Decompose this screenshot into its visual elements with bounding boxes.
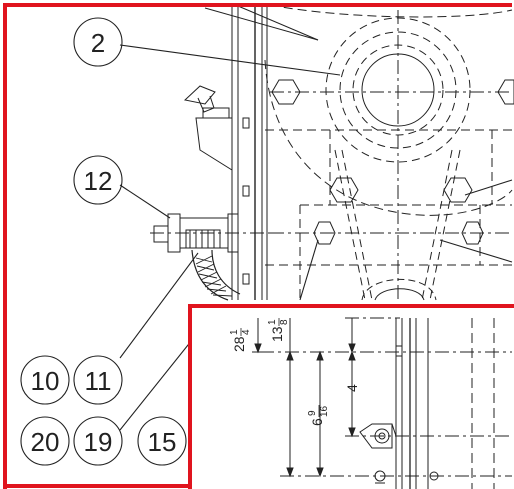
svg-text:1: 1 xyxy=(267,319,278,325)
callout-circle-12 xyxy=(73,155,123,205)
dimension-28-1-4: 28 1 4 xyxy=(229,328,252,352)
callout-label-11: 11 xyxy=(85,366,112,396)
callout-circle-11 xyxy=(73,355,123,405)
dimension-6-9-16: 6 9 16 xyxy=(307,405,330,426)
outer-highlight-frame xyxy=(3,3,512,489)
svg-text:28: 28 xyxy=(231,336,247,352)
leader-line-12 xyxy=(119,184,171,219)
inset-highlight-frame xyxy=(188,304,514,489)
inset-linework xyxy=(252,317,512,489)
callout-label-12: 12 xyxy=(84,166,113,196)
leader-line-c xyxy=(439,239,513,263)
leader-line-19 xyxy=(119,329,201,431)
svg-text:9: 9 xyxy=(307,410,318,416)
leader-line-11 xyxy=(119,252,199,359)
svg-text:6: 6 xyxy=(309,418,325,426)
callout-circle-15 xyxy=(137,416,187,466)
background-linework xyxy=(150,4,514,301)
dimension-13-1-8: 13 1 8 xyxy=(267,318,290,342)
callout-circle-2 xyxy=(73,17,123,67)
callout-label-10: 10 xyxy=(31,366,60,396)
callout-circle-20 xyxy=(20,416,70,466)
callout-circle-10 xyxy=(20,355,70,405)
svg-text:4: 4 xyxy=(241,329,252,335)
callout-circle-19 xyxy=(73,416,123,466)
svg-text:13: 13 xyxy=(269,326,285,342)
inset-panel: 28 1 4 13 1 8 4 6 9 16 xyxy=(188,304,514,489)
callout-labels: 2 12 10 11 20 19 15 xyxy=(31,28,177,457)
svg-text:8: 8 xyxy=(279,319,290,325)
leader-line-a xyxy=(299,239,319,301)
svg-text:16: 16 xyxy=(319,405,330,417)
leader-line-b xyxy=(464,179,513,196)
svg-text:4: 4 xyxy=(344,384,360,392)
svg-text:1: 1 xyxy=(229,329,240,335)
callout-label-20: 20 xyxy=(31,427,60,457)
leader-line-2 xyxy=(119,44,341,76)
callouts xyxy=(20,17,513,466)
callout-label-19: 19 xyxy=(84,427,113,457)
dimension-4: 4 xyxy=(344,384,360,392)
callout-label-15: 15 xyxy=(148,427,177,457)
callout-label-2: 2 xyxy=(91,28,105,58)
